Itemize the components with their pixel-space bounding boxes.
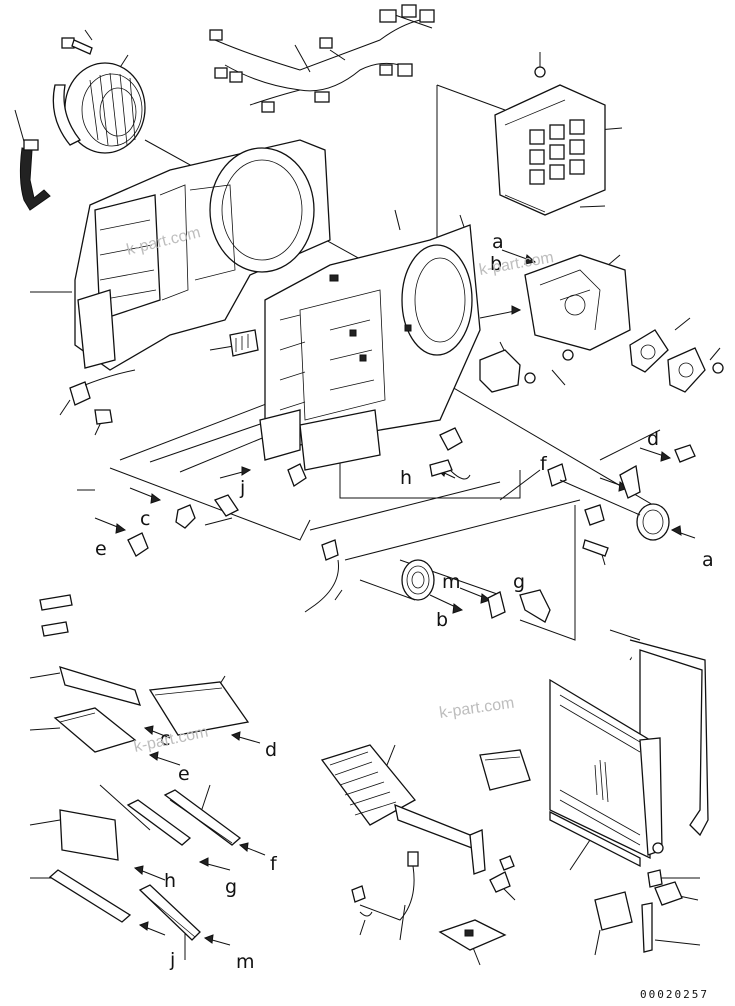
- sensor-left: [69, 369, 136, 425]
- evaporator-top: [494, 66, 606, 216]
- blower-motor: [52, 62, 146, 154]
- damper-housing-right: [524, 254, 631, 361]
- letter-g-lower: g: [225, 876, 237, 898]
- letter-e: e: [95, 538, 107, 560]
- arrows: [94, 249, 696, 946]
- spiral-spring: [401, 559, 435, 601]
- actuator-disc: [559, 479, 670, 541]
- watermark-4: k-part.com: [438, 695, 515, 722]
- resistor-block: [479, 349, 536, 393]
- letter-g: g: [513, 571, 525, 593]
- filter-panels: [48, 666, 250, 941]
- letter-f-lower: f: [270, 853, 278, 875]
- letter-f: f: [540, 453, 548, 475]
- brackets-g: [487, 589, 551, 623]
- temp-sensor: [351, 851, 419, 921]
- letter-j-lower: j: [169, 949, 175, 971]
- letter-c: c: [140, 508, 150, 530]
- letter-a-top: a: [492, 231, 504, 253]
- letter-d: d: [647, 428, 659, 450]
- screw-top: [61, 37, 93, 55]
- unit-case: [259, 224, 481, 471]
- letter-b-top: b: [490, 253, 502, 275]
- pads-left: [39, 594, 73, 637]
- wire-harness: [209, 4, 435, 113]
- letter-h-lower: h: [164, 870, 176, 892]
- clips-row: [127, 427, 696, 613]
- cable-coil: [19, 139, 51, 211]
- drawing-code: 00020257: [640, 988, 709, 1001]
- heater-core: [320, 744, 531, 875]
- watermark-3: k-part.com: [132, 724, 209, 756]
- letter-j: j: [239, 477, 245, 499]
- letter-h: h: [400, 467, 412, 489]
- blower-housing: [74, 139, 331, 371]
- expansion-valve: [594, 869, 683, 953]
- connector-block: [229, 329, 259, 357]
- letter-m-lower: m: [236, 951, 255, 973]
- reference-letters: a b d f h j c e m b g a c d e f h g j m: [95, 231, 714, 973]
- clip-pad: [438, 855, 515, 951]
- servo-motors: [629, 329, 724, 393]
- evaporator: [549, 639, 709, 868]
- letter-a-right: a: [702, 549, 714, 571]
- letter-c-lower: c: [160, 728, 170, 750]
- letter-b-mid: b: [436, 609, 448, 631]
- letter-m: m: [442, 571, 461, 593]
- letter-e-lower: e: [178, 763, 190, 785]
- letter-d-lower: d: [265, 739, 277, 761]
